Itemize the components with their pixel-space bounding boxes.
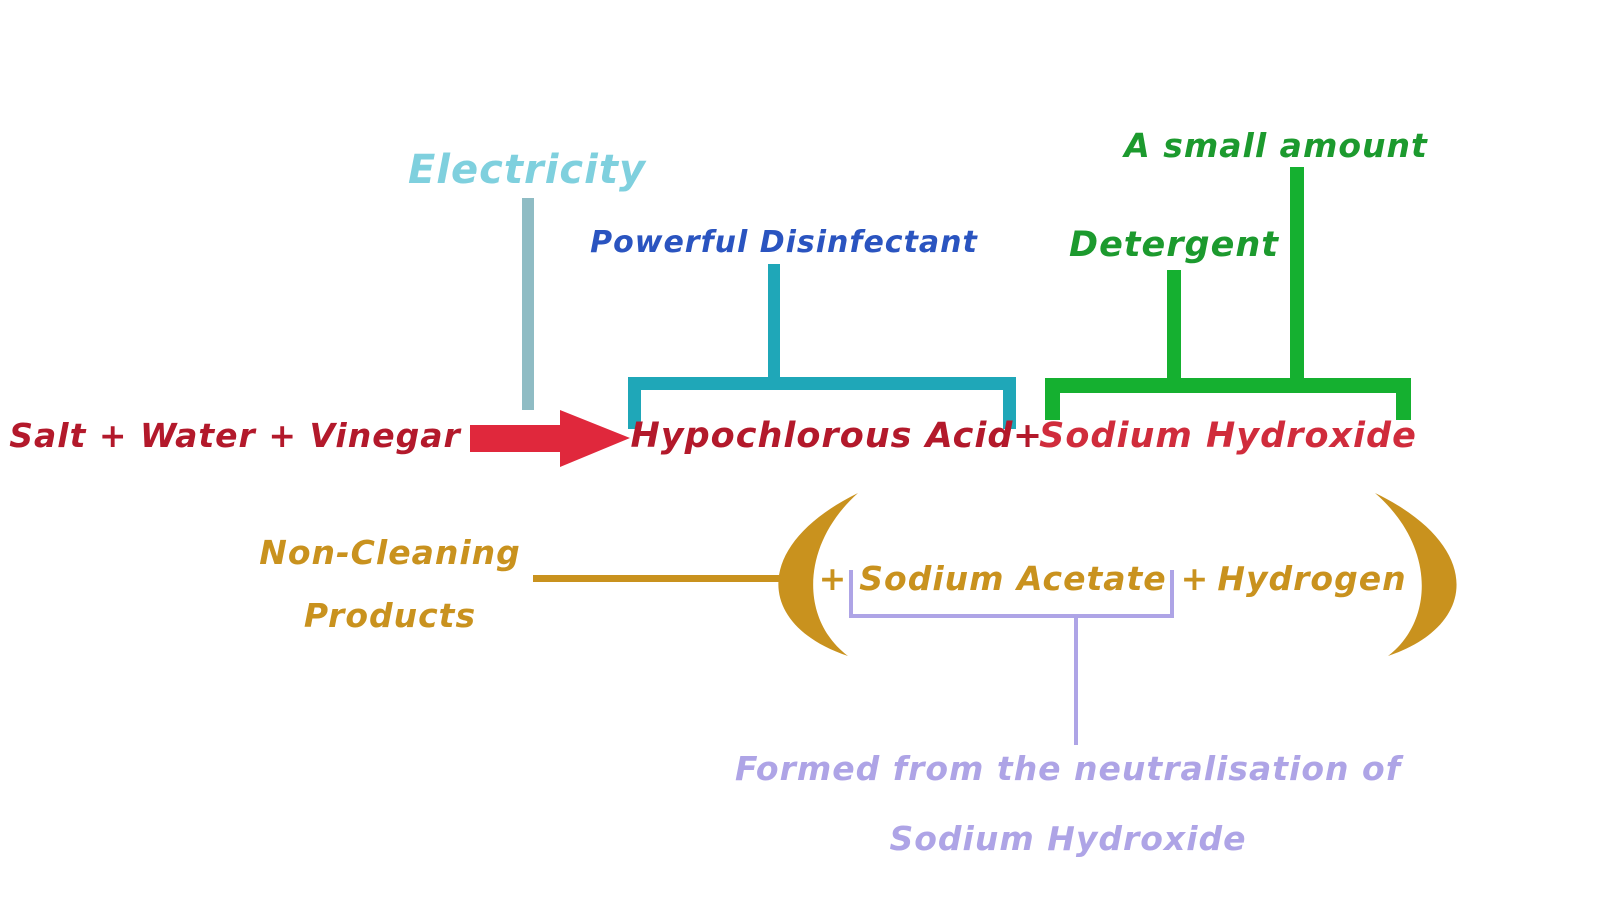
reactants-label: Salt + Water + Vinegar (9, 416, 461, 455)
products-label: Products (304, 596, 476, 635)
neutralisation-note-line-2: Sodium Hydroxide (889, 819, 1246, 858)
sodium-acetate-label: Sodium Acetate (859, 559, 1166, 598)
hypochlorous-acid-label: Hypochlorous Acid (631, 416, 1014, 456)
product-plus-sign: + (1013, 416, 1043, 456)
electricity-label: Electricity (408, 147, 647, 193)
non-cleaning-label: Non-Cleaning (259, 533, 521, 572)
sodium-hydroxide-label: Sodium Hydroxide (1039, 416, 1417, 456)
disinfectant-bracket (628, 264, 1016, 429)
sodium-hydroxide-bracket (1045, 167, 1411, 420)
reaction-arrow (470, 410, 630, 467)
sodium-acetate-bracket (849, 570, 1174, 745)
open-parenthesis (778, 493, 858, 656)
disinfectant-label: Powerful Disinfectant (590, 225, 978, 260)
neutralisation-note-line-1: Formed from the neutralisation of (735, 749, 1404, 788)
byproduct-plus-b: + (1181, 559, 1210, 598)
non-cleaning-connector (533, 575, 791, 582)
detergent-label: Detergent (1069, 225, 1279, 265)
byproduct-plus-a: + (819, 559, 848, 598)
small-amount-label: A small amount (1121, 126, 1428, 165)
hydrogen-label: Hydrogen (1217, 559, 1406, 598)
close-parenthesis (1375, 493, 1457, 656)
electricity-connector (522, 198, 534, 410)
